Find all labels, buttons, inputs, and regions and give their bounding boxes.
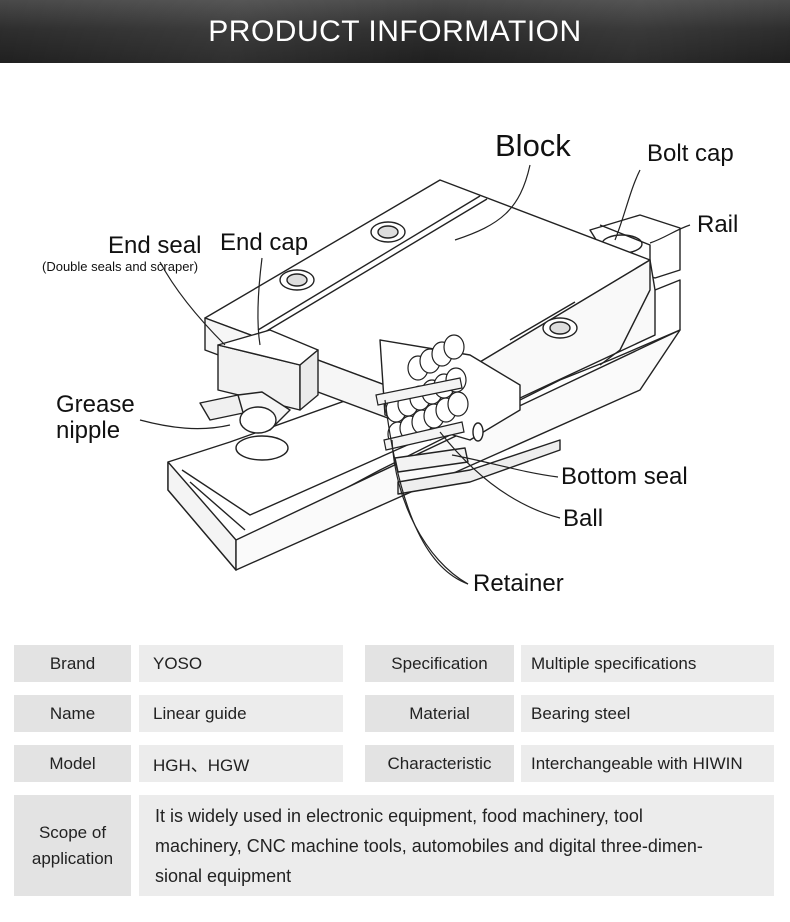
label-retainer: Retainer: [473, 570, 564, 597]
spec-value-scope: It is widely used in electronic equipmen…: [139, 795, 774, 896]
scope-label-line2: application: [31, 848, 114, 868]
label-end-cap: End cap: [220, 229, 309, 256]
linear-guide-diagram: Block Bolt cap Rail End seal (Double sea…: [0, 63, 790, 633]
leader-bottom-seal: [451, 454, 559, 478]
spec-value-brand: YOSO: [139, 645, 343, 682]
page-title: PRODUCT INFORMATION: [208, 15, 582, 48]
header-banner: PRODUCT INFORMATION: [0, 0, 790, 63]
spec-value-specification: Multiple specifications: [521, 645, 774, 682]
spec-value-name: Linear guide: [139, 695, 343, 732]
leader-retainer-2: [391, 439, 469, 585]
scope-label-line1: Scope of: [38, 822, 107, 842]
label-ball: Ball: [563, 505, 604, 532]
spec-key-brand: Brand: [14, 645, 131, 682]
label-nipple: nipple: [56, 417, 121, 444]
leader-block: [454, 164, 531, 241]
spec-value-material: Bearing steel: [521, 695, 774, 732]
label-end-seal: End seal: [108, 232, 202, 259]
spec-key-material: Material: [365, 695, 514, 732]
ball: [443, 334, 465, 360]
linear-guide-illustration: [139, 164, 691, 585]
leader-ball: [439, 431, 561, 519]
ball: [447, 391, 469, 417]
retainer-shape: [375, 377, 463, 406]
spec-value-model: HGH、HGW: [139, 745, 343, 782]
spec-key-model: Model: [14, 745, 131, 782]
label-bottom-seal: Bottom seal: [561, 463, 688, 490]
spec-key-name: Name: [14, 695, 131, 732]
spec-key-scope: Scope of application: [14, 795, 131, 896]
spec-value-characteristic: Interchangeable with HIWIN: [521, 745, 774, 782]
scope-line-1: It is widely used in electronic equipmen…: [155, 805, 643, 826]
leader-bolt-cap: [614, 169, 641, 241]
leader-end-seal: [159, 261, 226, 346]
spec-key-specification: Specification: [365, 645, 514, 682]
label-bolt-cap: Bolt cap: [647, 140, 734, 167]
scope-line-3: sional equipment: [155, 865, 292, 886]
scope-line-2: machinery, CNC machine tools, automobile…: [155, 835, 703, 856]
label-rail: Rail: [697, 211, 739, 238]
label-end-seal-note: (Double seals and scraper): [42, 259, 199, 274]
scope-text: It is widely used in electronic equipmen…: [139, 797, 719, 895]
bottom-seal-shape: [397, 439, 561, 495]
header-shine: [0, 0, 790, 63]
spec-key-characteristic: Characteristic: [365, 745, 514, 782]
leader-rail: [649, 224, 691, 244]
label-block: Block: [495, 128, 571, 163]
label-grease: Grease: [56, 391, 135, 418]
leader-end-cap: [257, 257, 263, 346]
leader-grease: [139, 419, 231, 430]
